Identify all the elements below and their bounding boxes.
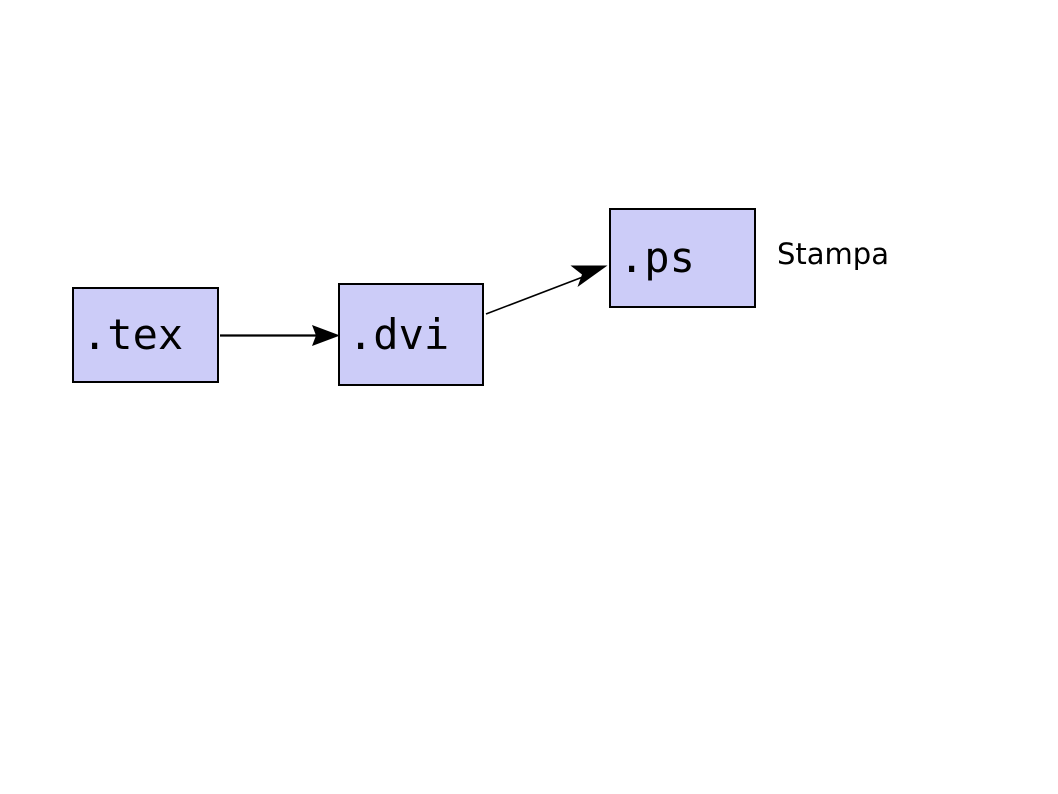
node-dvi-label: .dvi — [348, 309, 450, 359]
edge-dvi-to-ps-line — [485, 274, 589, 315]
edge-tex-to-dvi-arrowhead — [312, 325, 340, 346]
node-dvi[interactable]: .dvi — [338, 283, 484, 386]
node-tex[interactable]: .tex — [72, 287, 219, 383]
node-ps[interactable]: .ps — [609, 208, 756, 308]
edge-dvi-to-ps-arrowhead — [570, 265, 608, 287]
edge-dvi-to-ps — [485, 265, 608, 315]
node-tex-label: .tex — [82, 310, 184, 359]
edge-tex-to-dvi — [220, 325, 340, 346]
node-ps-label: .ps — [619, 233, 695, 282]
annotation-stampa: Stampa — [777, 237, 889, 271]
